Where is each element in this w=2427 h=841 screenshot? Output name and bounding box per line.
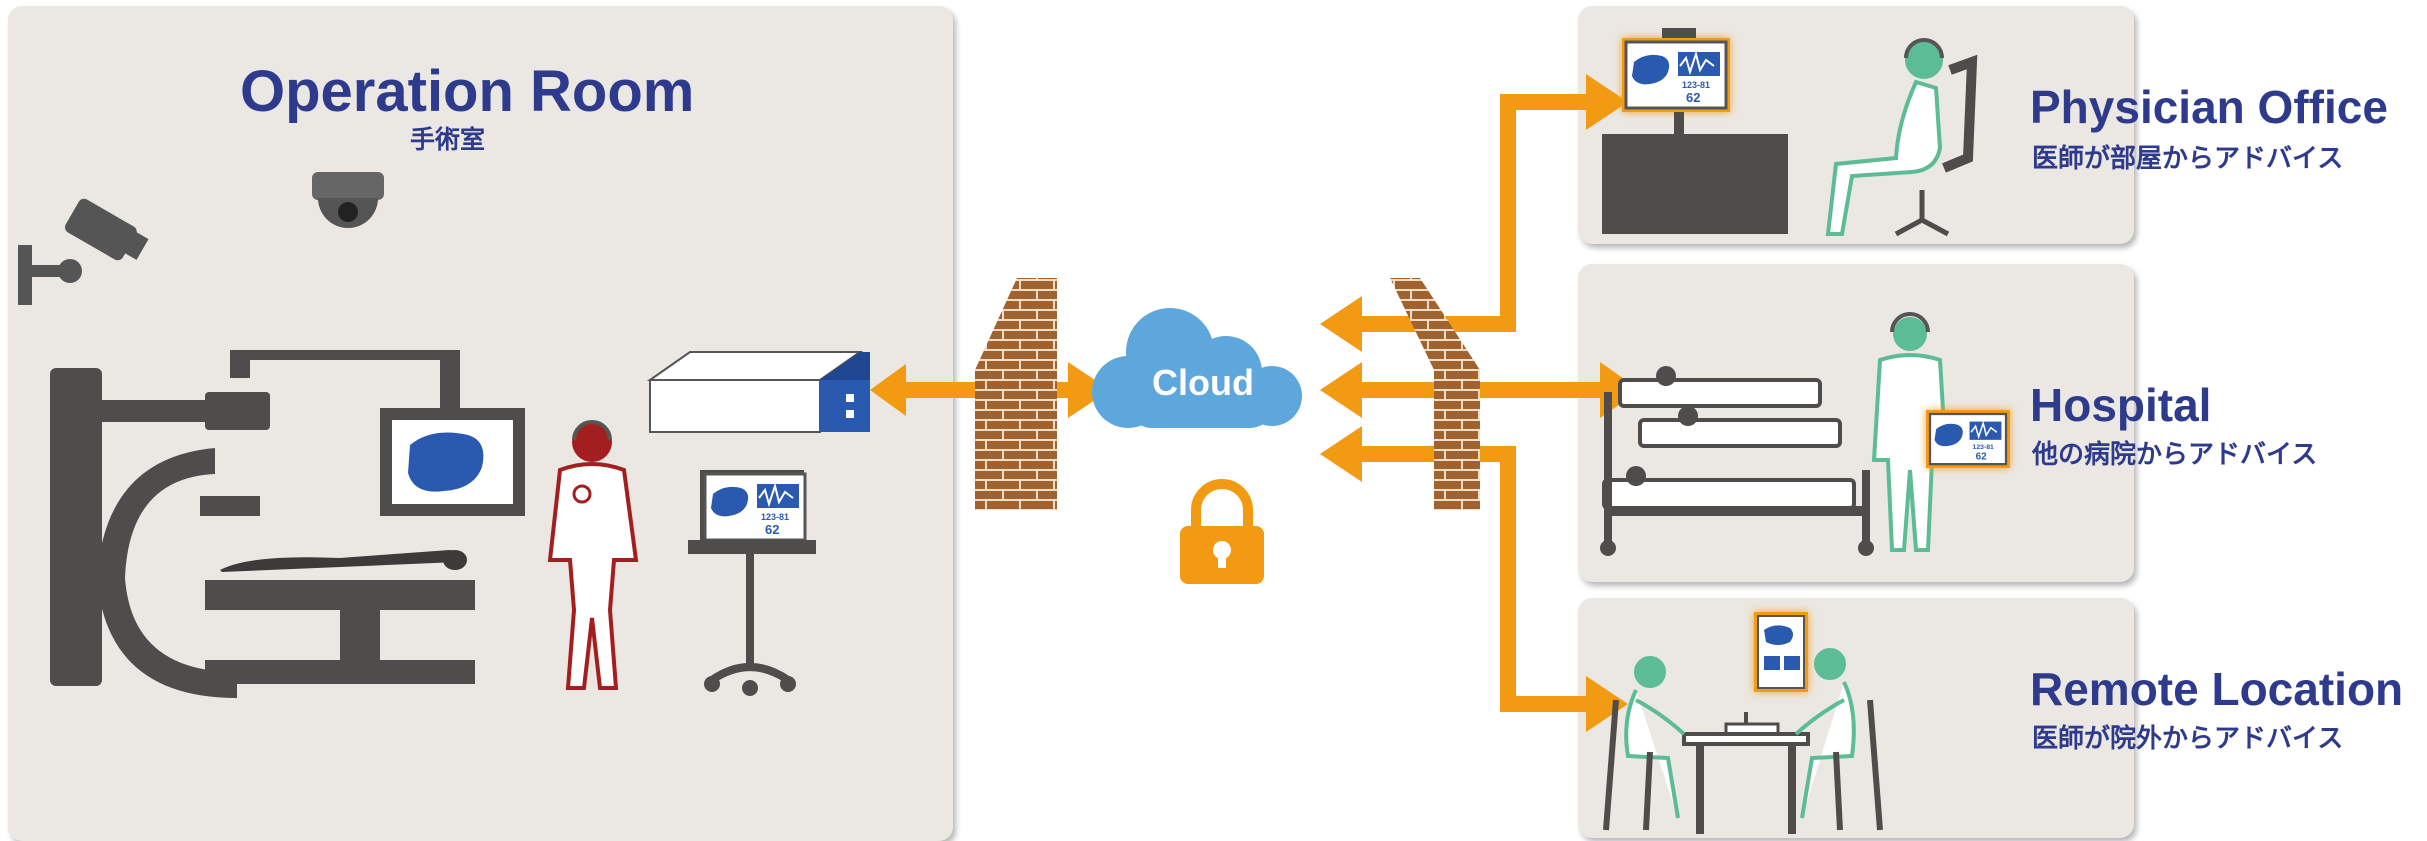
table-icon bbox=[1682, 712, 1810, 834]
cloud-icon bbox=[1092, 308, 1302, 428]
hospital-subtitle: 他の病院からアドバイス bbox=[2032, 440, 2318, 470]
firewall-left-icon bbox=[975, 278, 1057, 510]
physician-monitor-icon bbox=[1622, 28, 1730, 134]
firewall-right-icon bbox=[1390, 278, 1480, 510]
cloud-label: Cloud bbox=[1152, 362, 1254, 403]
physician-office-subtitle: 医師が部屋からアドバイス bbox=[2032, 144, 2344, 174]
remote-location-panel bbox=[1578, 598, 2134, 838]
security-camera-icon bbox=[18, 198, 149, 305]
remote-person-right-icon bbox=[1794, 648, 1883, 831]
physician-figure-icon bbox=[1825, 38, 1978, 237]
remote-location-subtitle: 医師が院外からアドバイス bbox=[2032, 724, 2344, 754]
hospital-tablet-icon bbox=[1926, 410, 2010, 468]
dome-camera-icon bbox=[312, 172, 384, 228]
physician-desk-icon bbox=[1602, 134, 1788, 234]
server-icon bbox=[646, 351, 870, 433]
operation-room-title: Operation Room bbox=[240, 59, 695, 124]
beds-icon bbox=[1600, 366, 1874, 556]
lock-icon bbox=[1180, 479, 1264, 584]
hospital-doctor-icon bbox=[1871, 312, 1949, 552]
or-monitor-icon bbox=[380, 408, 525, 516]
c-arm-icon bbox=[50, 350, 460, 698]
remote-person-left-icon bbox=[1603, 656, 1686, 831]
hospital-title: Hospital bbox=[2030, 379, 2212, 431]
remote-location-title: Remote Location bbox=[2030, 663, 2404, 715]
laptop-cart-icon bbox=[688, 470, 816, 696]
operation-room-subtitle: 手術室 bbox=[410, 125, 486, 154]
remote-tablet-icon bbox=[1754, 612, 1808, 692]
physician-office-title: Physician Office bbox=[2030, 81, 2388, 133]
surgeon-icon bbox=[547, 420, 639, 690]
operating-table-icon bbox=[205, 550, 475, 684]
